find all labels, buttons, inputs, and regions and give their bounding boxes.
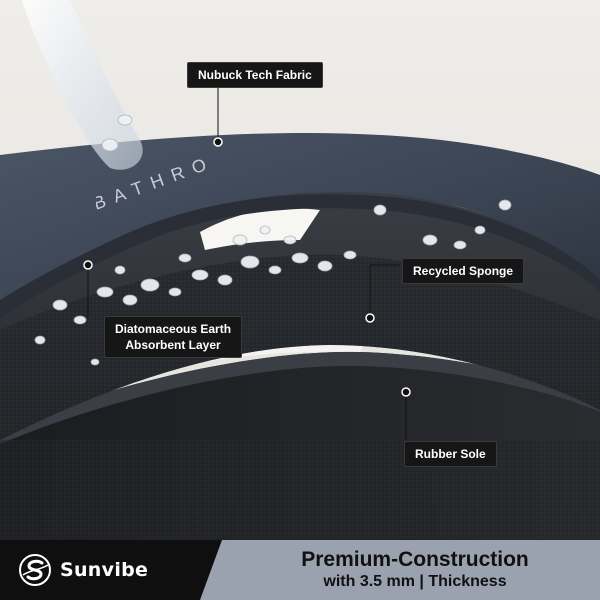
nubuck-fabric-edge [0,194,600,318]
nubuck-fabric-layer [0,132,600,310]
construction-banner: Premium-Construction with 3.5 mm | Thick… [200,540,600,600]
callout-diatomaceous-earth: Diatomaceous Earth Absorbent Layer [104,316,243,358]
mat-layers-illustration [0,0,600,540]
callout-leader-lines [87,86,407,440]
brand-block: Sunvibe [0,540,222,600]
brand-name: Sunvibe [60,559,149,581]
callout-nubuck-fabric: Nubuck Tech Fabric [187,62,323,88]
thickness-subline: with 3.5 mm | Thickness [323,573,507,590]
callout-anchor-dots [83,137,411,397]
sponge-texture [0,254,600,440]
rubber-sole-edge [0,351,600,444]
callout-diatom-line-2: Absorbent Layer [125,338,221,352]
callout-recycled-sponge: Recycled Sponge [402,258,525,284]
sole-texture [0,440,600,540]
headline: Premium-Construction [301,548,529,571]
water-droplet-icon [34,114,512,366]
callout-diatom-line-1: Diatomaceous Earth [115,322,232,336]
footer-banner: Sunvibe Premium-Construction with 3.5 mm… [0,540,600,600]
water-stream [22,0,143,170]
callout-rubber-sole: Rubber Sole [404,441,497,467]
sunvibe-logo-icon [19,554,51,586]
